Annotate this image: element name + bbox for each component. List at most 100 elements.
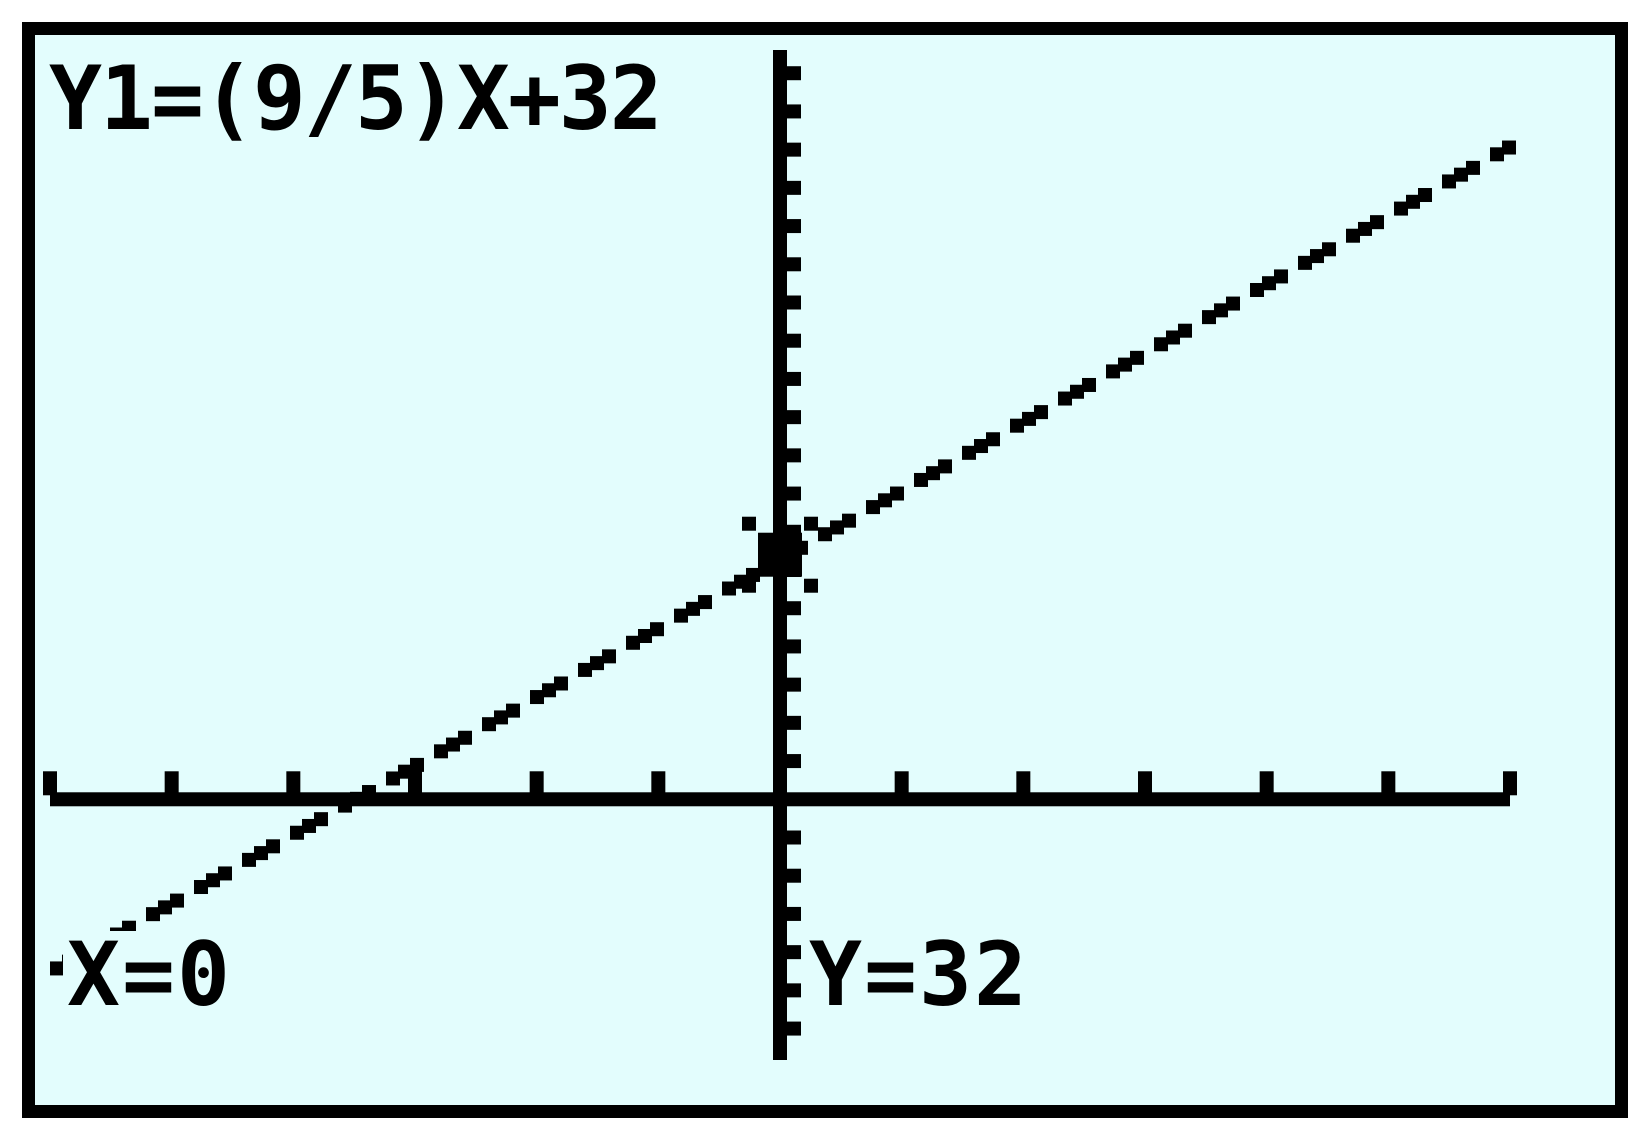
y-axis-tick <box>785 601 801 616</box>
x-axis-tick <box>1138 771 1152 796</box>
plot-pixel <box>1466 160 1480 175</box>
equation-label: Y1=(9/5)X+32 <box>45 55 665 143</box>
plot-pixel <box>1394 201 1408 216</box>
plot-pixel <box>50 961 64 976</box>
x-axis-tick <box>43 771 57 796</box>
trace-cursor-block <box>758 532 802 577</box>
plot-pixel <box>1130 350 1144 365</box>
y-axis-tick <box>785 142 801 157</box>
plot-pixel <box>1454 167 1468 182</box>
y-axis-tick <box>785 295 801 310</box>
plot-pixel <box>866 500 880 515</box>
plot-pixel <box>1346 228 1360 243</box>
plot-pixel <box>290 825 304 840</box>
y-axis-tick <box>785 410 801 425</box>
plot-pixel <box>458 730 472 745</box>
plot-pixel <box>1106 364 1120 379</box>
plot-pixel <box>314 812 328 827</box>
plot-pixel <box>218 866 232 881</box>
plot-pixel <box>1154 337 1168 352</box>
plot-pixel <box>1490 147 1504 162</box>
plot-pixel <box>530 690 544 705</box>
calculator-screen: Y1=(9/5)X+32 X=0 Y=32 <box>35 35 1615 1105</box>
plot-pixel <box>158 900 172 915</box>
plot-pixel <box>974 439 988 454</box>
plot-pixel <box>1274 269 1288 284</box>
plot-pixel <box>818 527 832 542</box>
trace-cursor <box>742 516 818 593</box>
y-axis-tick <box>785 639 801 654</box>
y-axis-tick <box>785 868 801 883</box>
plot-pixel <box>914 472 928 487</box>
plot-pixel <box>1226 296 1240 311</box>
y-axis-tick <box>785 104 801 119</box>
plot-pixel <box>362 785 376 800</box>
plot-pixel <box>626 635 640 650</box>
plot-pixel <box>1166 330 1180 345</box>
plot-pixel <box>1118 357 1132 372</box>
plot-pixel <box>1310 249 1324 264</box>
plot-pixel <box>686 601 700 616</box>
plot-pixel <box>698 595 712 610</box>
trace-y-readout: Y=32 <box>805 931 1033 1019</box>
trace-cursor-arm <box>804 516 818 531</box>
plot-pixel <box>962 445 976 460</box>
plot-pixel <box>302 818 316 833</box>
plot-pixel <box>638 628 652 643</box>
plot-pixel <box>1418 188 1432 203</box>
plot-pixel <box>1370 215 1384 230</box>
plot-pixel <box>434 744 448 759</box>
plot-pixel <box>266 839 280 854</box>
plot-pixel <box>674 608 688 623</box>
plot-pixel <box>1214 303 1228 318</box>
plot-pixel <box>890 486 904 501</box>
plot-pixel <box>1442 174 1456 189</box>
x-axis-tick <box>164 771 179 796</box>
plot-pixel <box>386 771 400 786</box>
plot-pixel <box>1406 194 1420 209</box>
y-axis-tick <box>785 371 801 386</box>
plot-pixel <box>1022 411 1036 426</box>
x-axis-tick <box>1503 771 1517 796</box>
plot-pixel <box>1082 377 1096 392</box>
plot-pixel <box>554 676 568 691</box>
plot-pixel <box>926 466 940 481</box>
y-axis-tick <box>785 257 801 272</box>
plot-pixel <box>1358 221 1372 236</box>
plot-pixel <box>194 880 208 895</box>
y-axis-tick <box>785 945 801 960</box>
plot-pixel <box>938 459 952 474</box>
plot-pixel <box>242 852 256 867</box>
plot-pixel <box>398 764 412 779</box>
plot-pixel <box>722 581 736 596</box>
plot-pixel <box>146 907 160 922</box>
plot-pixel <box>1070 384 1084 399</box>
plot-pixel <box>494 710 508 725</box>
graph-area <box>43 50 1517 1060</box>
plot-pixel <box>830 520 844 535</box>
x-axis-tick <box>1016 771 1031 796</box>
plot-pixel <box>506 703 520 718</box>
x-axis-tick <box>651 771 666 796</box>
plot-pixel <box>1058 391 1072 406</box>
plot-pixel <box>542 683 556 698</box>
plot-pixel <box>338 798 352 813</box>
x-axis-tick <box>1381 771 1396 796</box>
plot-pixel <box>350 791 364 806</box>
plot-pixel <box>1034 405 1048 420</box>
plot-pixel <box>1262 276 1276 291</box>
plot-pixel <box>446 737 460 752</box>
trace-cursor-arm <box>742 516 756 531</box>
y-axis-tick <box>785 66 801 81</box>
plot-pixel <box>1250 282 1264 297</box>
x-axis-tick <box>1259 771 1274 796</box>
trace-cursor-arm <box>742 578 756 593</box>
y-axis-tick <box>785 906 801 921</box>
plot-pixel <box>602 649 616 664</box>
plot-pixel <box>878 493 892 508</box>
plot-pixel <box>170 893 184 908</box>
y-axis-tick <box>785 754 801 769</box>
y-axis-tick <box>785 983 801 998</box>
y-axis-tick <box>785 219 801 234</box>
trace-x-readout: X=0 <box>63 931 236 1019</box>
